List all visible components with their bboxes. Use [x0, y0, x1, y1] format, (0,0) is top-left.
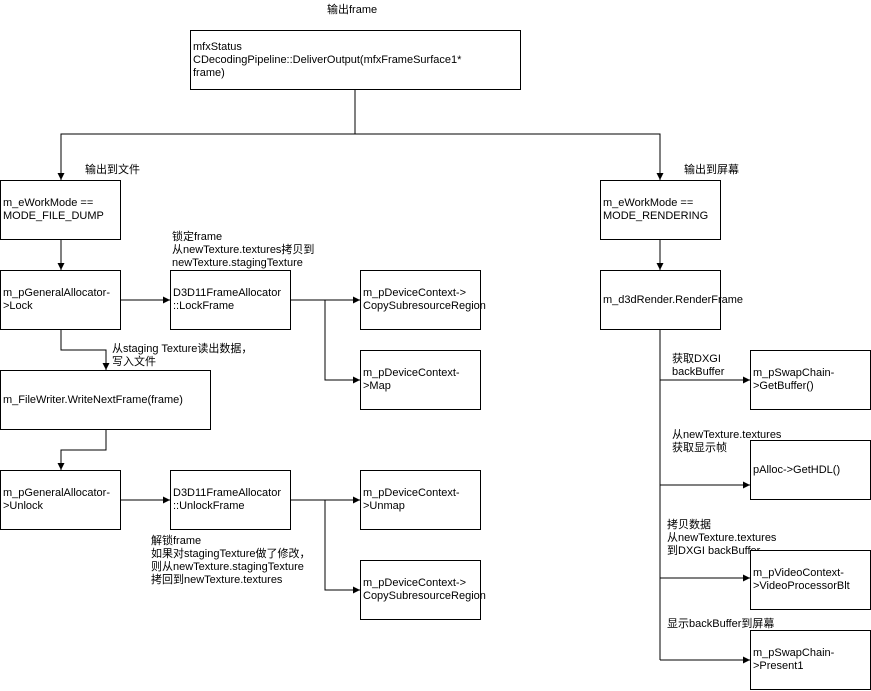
node-present: m_pSwapChain- >Present1	[750, 630, 871, 690]
edge-split-render	[355, 133, 664, 180]
node-render-frame: m_d3dRender.RenderFrame	[600, 270, 743, 330]
node-render-mode: m_eWorkMode == MODE_RENDERING	[600, 180, 721, 240]
label-to-screen: 输出到屏幕	[684, 164, 739, 176]
edge-write-unlock	[57, 430, 107, 470]
edge-lock-read	[60, 330, 110, 370]
node-map: m_pDeviceContext- >Map	[360, 350, 481, 410]
node-lock-frame: D3D11FrameAllocator ::LockFrame	[170, 270, 291, 330]
edge-unlockframe-copy	[324, 500, 360, 594]
node-deliver-output: mfxStatus CDecodingPipeline::DeliverOutp…	[190, 30, 521, 90]
note-lock-frame: 锁定frame 从newTexture.textures拷贝到 newTextu…	[172, 231, 315, 269]
diagram-title: 输出frame	[327, 4, 378, 16]
note-present: 显示backBuffer到屏幕	[667, 618, 775, 630]
node-unmap: m_pDeviceContext- >Unmap	[360, 470, 481, 530]
note-copy-data: 拷贝数据 从newTexture.textures 到DXGI backBuff…	[667, 519, 777, 557]
node-file-mode: m_eWorkMode == MODE_FILE_DUMP	[0, 180, 121, 240]
node-get-hdl: pAlloc->GetHDL()	[750, 440, 871, 500]
note-get-dxgi: 获取DXGI backBuffer	[672, 353, 725, 378]
note-get-display-frame: 从newTexture.textures 获取显示帧	[672, 429, 782, 454]
edge-lockframe-map	[324, 300, 360, 384]
node-copy-region-2: m_pDeviceContext-> CopySubresourceRegion	[360, 560, 486, 620]
node-lock: m_pGeneralAllocator- >Lock	[0, 270, 121, 330]
node-unlock-frame: D3D11FrameAllocator ::UnlockFrame	[170, 470, 291, 530]
note-unlock-frame: 解锁frame 如果对stagingTexture做了修改， 则从newText…	[151, 535, 311, 586]
node-copy-region-1: m_pDeviceContext-> CopySubresourceRegion	[360, 270, 486, 330]
edge-split-file	[57, 133, 355, 180]
label-to-file: 输出到文件	[85, 164, 140, 176]
node-write-frame: m_FileWriter.WriteNextFrame(frame)	[0, 370, 211, 430]
node-unlock: m_pGeneralAllocator- >Unlock	[0, 470, 121, 530]
note-read-staging: 从staging Texture读出数据， 写入文件	[112, 343, 253, 368]
node-get-buffer: m_pSwapChain- >GetBuffer()	[750, 350, 871, 410]
node-video-blt: m_pVideoContext- >VideoProcessorBlt	[750, 550, 871, 610]
